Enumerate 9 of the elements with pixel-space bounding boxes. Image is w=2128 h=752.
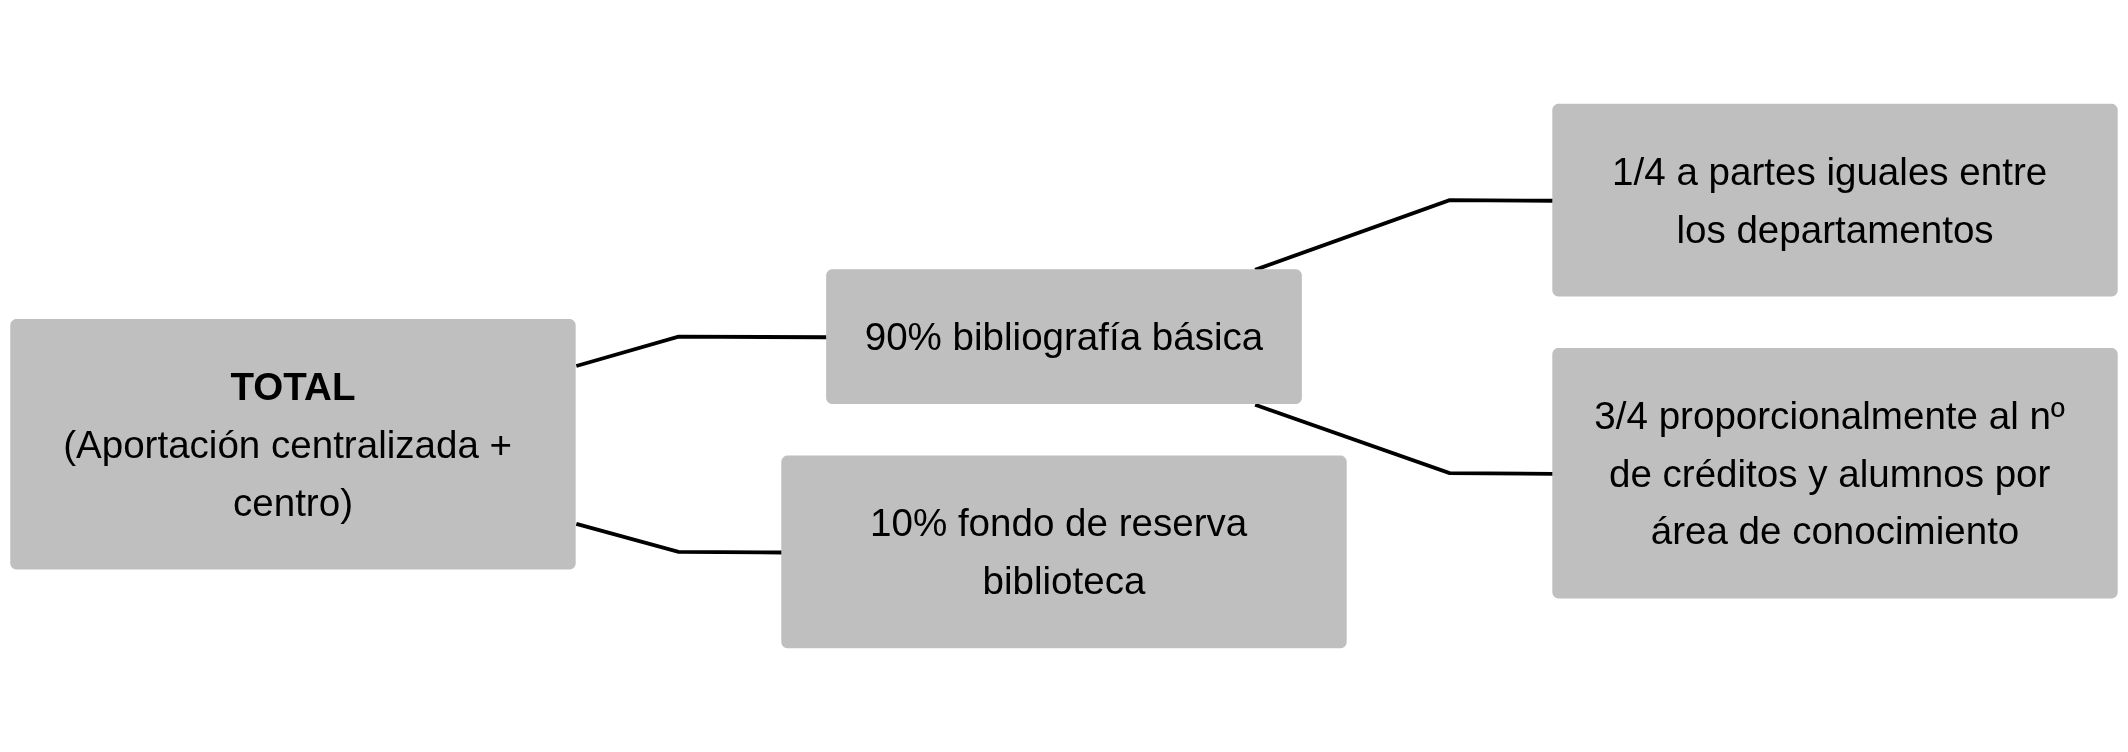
node-box: 10% fondo de reserva biblioteca (781, 455, 1347, 649)
node-box: 90% bibliografía básica (826, 269, 1302, 405)
node-box: TOTAL (Aportación centralizada + centro) (10, 319, 576, 570)
connector (575, 521, 782, 555)
node-box: 1/4 a partes iguales entre los departamentos (1552, 103, 2118, 297)
connector (1254, 402, 1553, 476)
connector (575, 334, 827, 368)
connector (1254, 198, 1553, 272)
node-box: 3/4 proporcionalmente al nº de créditos y alumnos por área de conocimiento (1552, 347, 2118, 599)
